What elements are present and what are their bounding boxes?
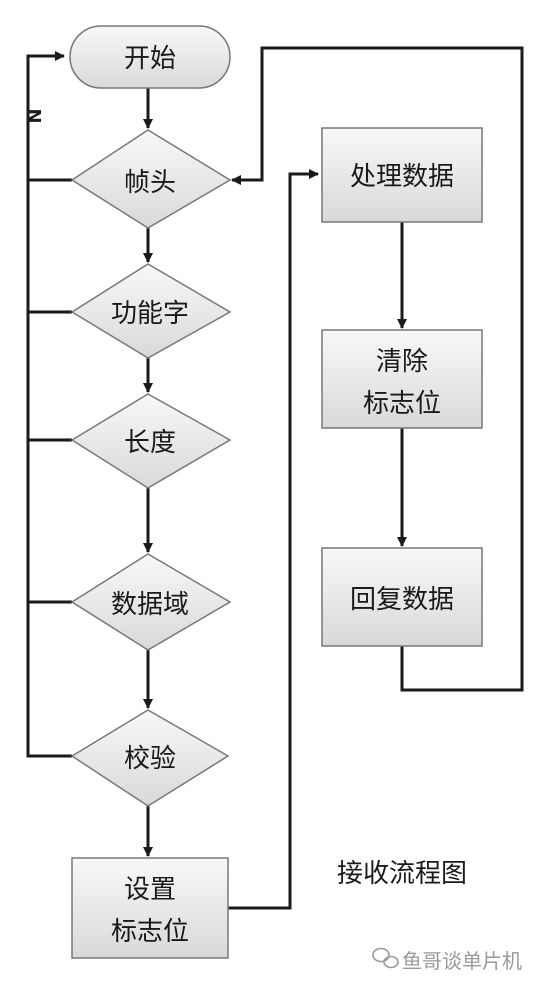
decision-data-field xyxy=(70,553,232,651)
set-flag-label-line1: 设置 xyxy=(124,875,176,905)
frame-header-label: 帧头 xyxy=(124,168,176,198)
decision-length xyxy=(70,393,232,489)
decision-function-code xyxy=(70,263,232,359)
arrow-setflag-to-process xyxy=(228,169,319,910)
data-field-label: 数据域 xyxy=(111,590,189,620)
decision-checksum xyxy=(70,709,230,807)
set-flag-box xyxy=(71,857,229,959)
wechat-icon xyxy=(372,947,399,969)
diagram-caption: 接收流程图 xyxy=(337,859,467,889)
clear-flag-label-line2: 标志位 xyxy=(363,389,441,419)
no-branch-checksum xyxy=(26,180,72,758)
reply-data-box xyxy=(321,547,483,647)
process-data-box xyxy=(321,127,483,223)
set-flag-label-line2: 标志位 xyxy=(111,917,189,947)
function-code-label: 功能字 xyxy=(111,299,189,329)
reply-data-label: 回复数据 xyxy=(350,585,454,615)
start-terminal xyxy=(69,25,231,89)
watermark: 鱼哥谈单片机 xyxy=(372,947,522,973)
no-branch-return-line xyxy=(26,51,72,182)
decision-frame-header xyxy=(70,129,232,229)
checksum-label: 校验 xyxy=(124,744,176,774)
process-data-label: 处理数据 xyxy=(350,162,454,192)
start-label: 开始 xyxy=(124,44,176,74)
clear-flag-label-line1: 清除 xyxy=(376,347,428,377)
no-branch-label: N xyxy=(23,108,44,123)
length-label: 长度 xyxy=(124,428,176,458)
arrow-reply-to-header xyxy=(231,46,524,692)
watermark-text: 鱼哥谈单片机 xyxy=(402,949,522,973)
clear-flag-box xyxy=(321,329,483,429)
